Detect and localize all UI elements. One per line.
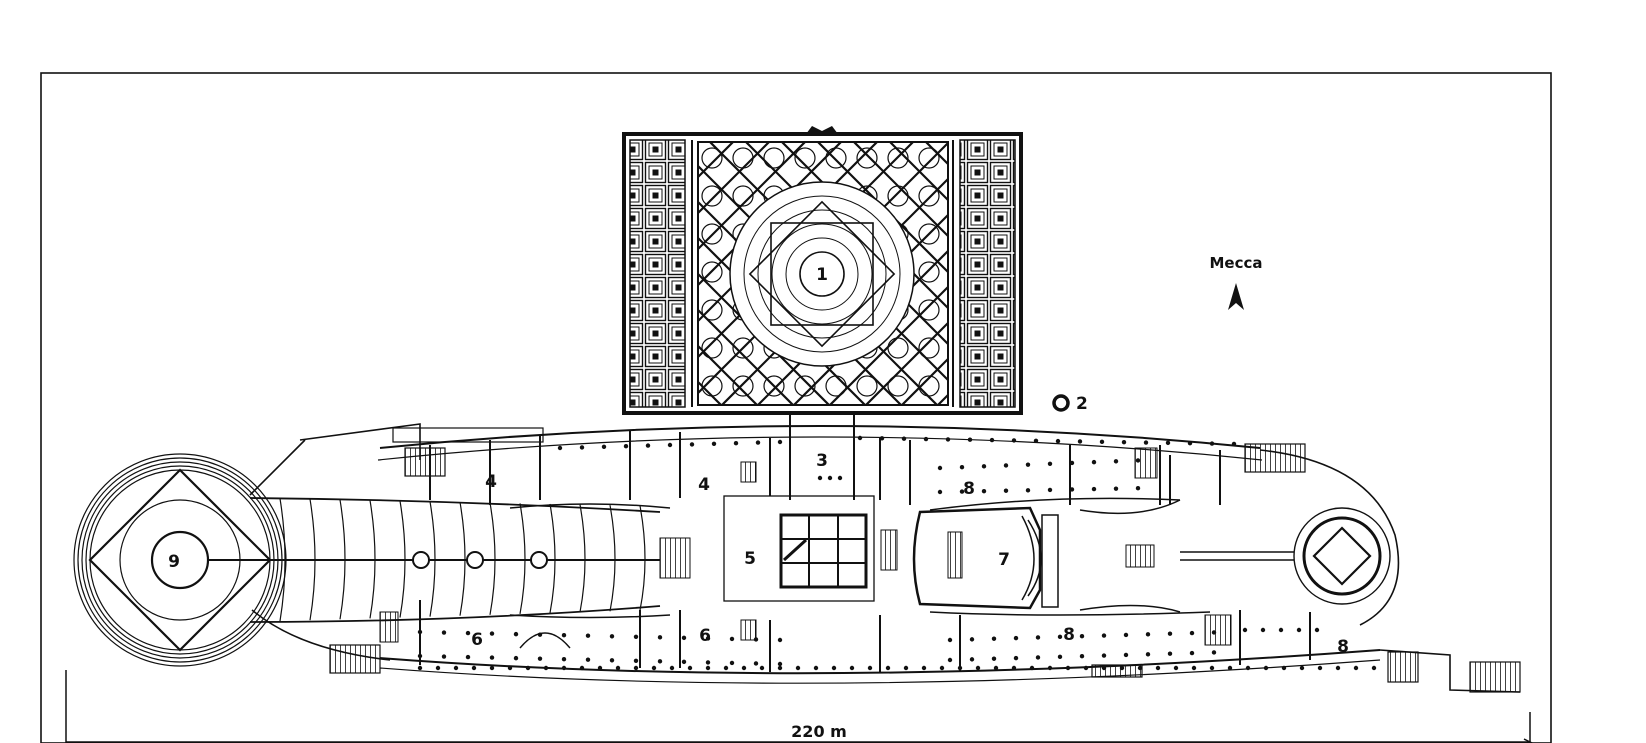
label-2: 2 — [1076, 394, 1088, 414]
label-9: 9 — [168, 552, 180, 572]
label-6-west: 6 — [471, 630, 483, 650]
label-8-east: 8 — [1337, 637, 1349, 657]
column-grid — [417, 435, 1377, 671]
north-arrow: Mecca — [1209, 254, 1263, 310]
minaret — [1052, 394, 1070, 412]
auditorium — [912, 506, 1059, 610]
label-8-south: 8 — [1063, 625, 1075, 645]
drawing-frame — [40, 72, 1552, 743]
room-dividers — [419, 430, 1311, 672]
east-pavilion — [1079, 499, 1391, 613]
dome-center — [729, 181, 915, 367]
label-4-west: 4 — [485, 472, 497, 492]
staircases — [379, 447, 1232, 646]
library-wing — [73, 453, 661, 667]
label-8-north: 8 — [963, 479, 975, 499]
label-6-east: 6 — [699, 626, 711, 646]
label-3: 3 — [816, 451, 828, 471]
label-5: 5 — [744, 549, 756, 569]
mihrab — [806, 126, 838, 134]
central-court — [723, 495, 875, 602]
prayer-hall: 1 — [622, 126, 1023, 415]
label-7: 7 — [998, 550, 1010, 570]
scale-label: 220 m — [791, 722, 847, 741]
scale-bar — [65, 670, 1534, 743]
north-arrow-icon — [1228, 283, 1244, 310]
north-arrow-label: Mecca — [1209, 254, 1262, 272]
complex-body — [249, 413, 1521, 693]
label-4-east: 4 — [698, 475, 710, 495]
label-1: 1 — [816, 265, 828, 285]
